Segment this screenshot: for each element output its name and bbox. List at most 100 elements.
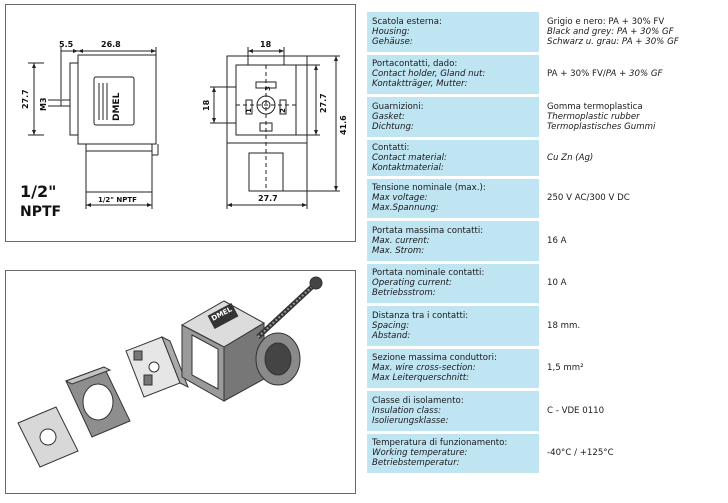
side-view-cover — [69, 62, 79, 136]
spec-label: Guarnizioni:Gasket:Dichtung: — [367, 97, 539, 137]
dim-27-7-right: 27.7 — [319, 93, 328, 113]
thread-type-label: NPTF — [20, 204, 61, 220]
spec-label-en: Contact holder, Gland nut: — [372, 69, 486, 80]
spec-value-it: 1,5 mm² — [547, 363, 584, 374]
spec-value-it: C - VDE 0110 — [547, 405, 605, 416]
pin-label-3: 3 — [264, 86, 272, 91]
spec-label: Portacontatti, dado:Contact holder, Glan… — [367, 54, 539, 94]
spec-value-it: -40°C / +125°C — [547, 448, 614, 459]
spec-label-de: Kontaktträger, Mutter: — [372, 79, 468, 90]
spec-label-it: Temperatura di funzionamento: — [372, 438, 508, 449]
spec-label-de: Isolierungsklasse: — [372, 415, 449, 426]
spec-value-it: Grigio e nero: PA + 30% FV — [547, 16, 665, 27]
specifications-table: Scatola esterna:Housing:Gehäuse:Grigio e… — [367, 12, 723, 476]
spec-label-en: Max. current: — [372, 235, 430, 246]
spec-label-it: Portata massima contatti: — [372, 225, 484, 236]
spec-label-en: Max. wire cross-section: — [372, 363, 476, 374]
spec-label: Temperatura di funzionamento:Working tem… — [367, 433, 539, 473]
spec-value-de: Schwarz u. grau: PA + 30% GF — [547, 36, 679, 47]
spec-label-it: Scatola esterna: — [372, 16, 442, 27]
dim-18-top: 18 — [260, 40, 272, 49]
spec-label: Sezione massima conduttori:Max. wire cro… — [367, 348, 539, 388]
exploded-view: DMEL — [17, 276, 323, 468]
terminal-right — [279, 99, 287, 115]
spec-label-it: Guarnizioni: — [372, 101, 424, 112]
spec-label-en: Operating current: — [372, 278, 452, 289]
spec-label: Portata massima contatti:Max. current:Ma… — [367, 221, 539, 261]
spec-label-de: Abstand: — [372, 330, 411, 341]
spec-label-en: Working temperature: — [372, 448, 468, 459]
dim-27-7-left: 27.7 — [21, 89, 30, 109]
spec-value: C - VDE 0110 — [539, 391, 723, 431]
spec-value-en: PA + 30% GF — [605, 69, 663, 80]
spec-label-en: Housing: — [372, 26, 410, 37]
spec-label-de: Dichtung: — [372, 121, 414, 132]
side-logo-text: DMEL — [112, 92, 122, 121]
spec-row: Classe di isolamento:Insulation class:Is… — [367, 391, 723, 431]
technical-drawing-panel: 5.5 26.8 27.7 M3 DMEL 1/2" NPTF 1/2" NPT… — [5, 4, 356, 242]
spec-value: -40°C / +125°C — [539, 434, 723, 474]
spec-row: Scatola esterna:Housing:Gehäuse:Grigio e… — [367, 12, 723, 52]
spec-row: Distanza tra i contatti:Spacing:Abstand:… — [367, 306, 723, 346]
terminal-left — [245, 99, 253, 115]
spec-label-de: Gehäuse: — [372, 36, 413, 47]
spec-label-de: Betriebstemperatur: — [372, 458, 460, 469]
dim-5-5: 5.5 — [59, 40, 74, 49]
spec-value-it: 18 mm. — [547, 320, 581, 331]
spec-value-it: Gomma termoplastica — [547, 101, 643, 112]
spec-row: Contatti:Contact material:Kontaktmateria… — [367, 139, 723, 176]
pin-label-1: 1 — [245, 108, 253, 113]
spec-value-it: 16 A — [547, 235, 567, 246]
spec-value: 18 mm. — [539, 306, 723, 346]
spec-value-it: PA + 30% FV/ — [547, 69, 606, 80]
side-view-screw — [60, 99, 71, 107]
spec-label-en: Spacing: — [372, 320, 410, 331]
spec-value: 16 A — [539, 221, 723, 261]
dim-m3: M3 — [39, 97, 48, 111]
spec-row: Portacontatti, dado:Contact holder, Glan… — [367, 54, 723, 94]
spec-label-en: Insulation class: — [372, 405, 441, 416]
spec-label-it: Contatti: — [372, 142, 410, 153]
pin-label-2: 2 — [279, 108, 287, 113]
spec-label: Contatti:Contact material:Kontaktmateria… — [367, 139, 539, 176]
front-view-body — [226, 55, 308, 144]
spec-label-it: Classe di isolamento: — [372, 395, 464, 406]
spec-value: 10 A — [539, 264, 723, 304]
spec-label: Portata nominale contatti:Operating curr… — [367, 263, 539, 303]
spec-value-en: Thermoplastic rubber — [547, 111, 640, 122]
spec-label: Tensione nominale (max.):Max voltage:Max… — [367, 178, 539, 218]
spec-label-it: Tensione nominale (max.): — [372, 183, 486, 194]
spec-label-it: Sezione massima conduttori: — [372, 353, 497, 364]
spec-value-en: Cu Zn (Ag) — [547, 152, 594, 163]
spec-label: Classe di isolamento:Insulation class:Is… — [367, 391, 539, 431]
side-logo-plate — [93, 76, 135, 126]
spec-value: Cu Zn (Ag) — [539, 140, 723, 176]
dim-41-6: 41.6 — [339, 115, 348, 135]
spec-label-en: Gasket: — [372, 111, 405, 122]
side-view-gland — [85, 143, 153, 193]
spec-row: Temperatura di funzionamento:Working tem… — [367, 433, 723, 474]
spec-row: Guarnizioni:Gasket:Dichtung:Gomma termop… — [367, 97, 723, 137]
spec-row: Tensione nominale (max.):Max voltage:Max… — [367, 178, 723, 219]
spec-label-de: Kontaktmaterial: — [372, 162, 444, 173]
technical-drawing: 5.5 26.8 27.7 M3 DMEL 1/2" NPTF 1/2" NPT… — [20, 40, 348, 220]
dim-26-8: 26.8 — [101, 40, 121, 49]
spec-label-it: Portata nominale contatti: — [372, 268, 485, 279]
dim-27-7-bottom: 27.7 — [258, 194, 278, 203]
spec-value-de: Termoplastisches Gummi — [547, 121, 656, 132]
dim-half-nptf: 1/2" NPTF — [98, 196, 137, 204]
dim-18-side: 18 — [202, 99, 211, 111]
spec-label: Scatola esterna:Housing:Gehäuse: — [367, 12, 539, 52]
spec-label-it: Portacontatti, dado: — [372, 59, 458, 70]
spec-row: Portata massima contatti:Max. current:Ma… — [367, 221, 723, 261]
spec-value: 250 V AC/300 V DC — [539, 179, 723, 219]
spec-label-en: Max voltage: — [372, 193, 428, 204]
spec-value-it: 10 A — [547, 278, 567, 289]
spec-label-it: Distanza tra i contatti: — [372, 310, 469, 321]
spec-label-de: Max.Spannung: — [372, 203, 439, 214]
spec-value: 1,5 mm² — [539, 349, 723, 389]
spec-row: Sezione massima conduttori:Max. wire cro… — [367, 348, 723, 389]
spec-label-en: Contact material: — [372, 152, 447, 163]
